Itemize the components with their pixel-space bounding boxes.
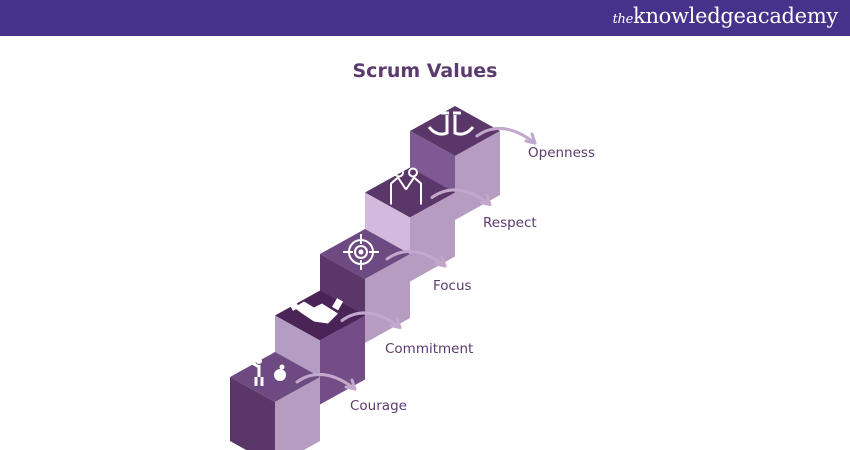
open-hands-icon <box>427 111 475 136</box>
step-label-openness: Openness <box>528 145 595 161</box>
brand-logo[interactable]: theknowledgeacademy <box>612 4 839 28</box>
target-icon <box>343 234 379 270</box>
person-pointing-icon <box>248 358 286 386</box>
step-label-commitment: Commitment <box>385 341 474 357</box>
header-bar: theknowledgeacademy <box>0 0 850 36</box>
arrowhead-focus <box>434 255 447 268</box>
step-cube-courage <box>230 352 357 450</box>
people-bowing-icon <box>390 167 422 205</box>
arrowhead-openness <box>524 132 537 145</box>
step-label-focus: Focus <box>433 278 472 294</box>
page-title: Scrum Values <box>352 60 498 82</box>
step-label-courage: Courage <box>350 398 407 414</box>
arrow-openness <box>475 126 537 145</box>
logo-prefix: the <box>612 12 634 27</box>
arrowhead-commitment <box>389 317 402 329</box>
arrow-courage <box>295 372 357 391</box>
cube-left-face <box>230 377 275 450</box>
arrow-commitment <box>340 311 402 329</box>
cube-right-face <box>275 377 320 450</box>
arrow-respect <box>430 188 492 206</box>
arrowhead-respect <box>479 194 492 206</box>
arrow-focus <box>385 249 447 268</box>
handshake-icon <box>288 298 344 324</box>
logo-name: knowledgeacademy <box>633 4 838 28</box>
step-label-respect: Respect <box>483 215 537 231</box>
arrowhead-courage <box>344 378 357 391</box>
